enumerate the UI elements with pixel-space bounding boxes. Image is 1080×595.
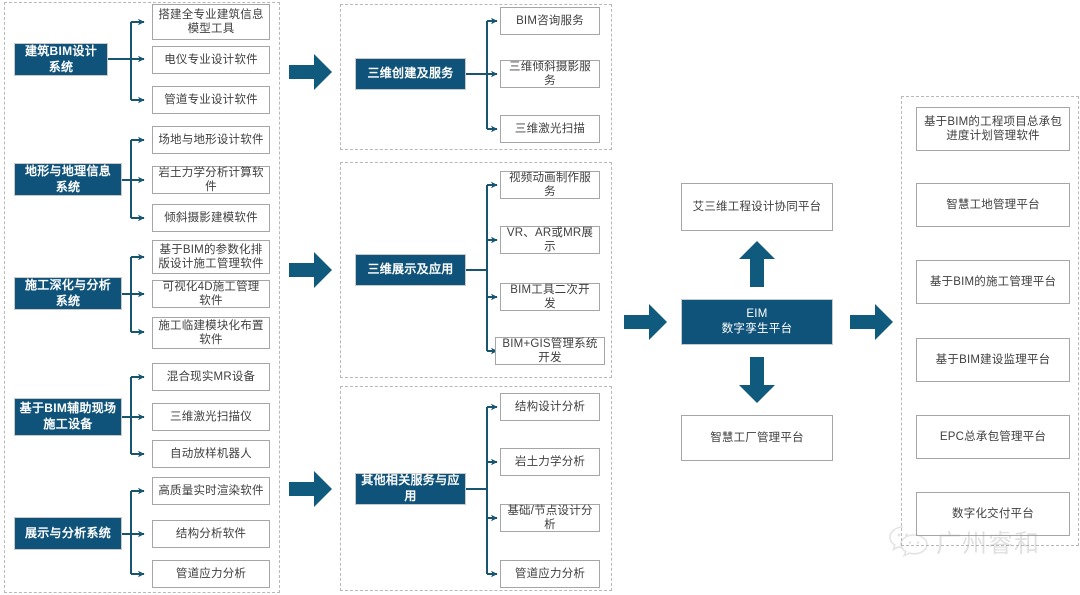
category-label: 建筑BIM设计系统	[24, 43, 98, 74]
leaf-label: 岩土力学分析	[514, 455, 586, 468]
group-frame-col2-bottom	[340, 386, 612, 591]
bottom-platform-box[interactable]: 智慧工厂管理平台	[681, 415, 833, 461]
service-category-box-3[interactable]: 其他相关服务与应用	[355, 473, 466, 505]
core-platform-line1: EIM	[746, 308, 768, 321]
service-leaf-box[interactable]: 岩土力学分析	[500, 448, 600, 476]
category-label: 展示与分析系统	[24, 525, 112, 540]
arrow-right-icon-core-to-platforms	[850, 304, 893, 340]
category-label: 三维创建及服务	[367, 66, 454, 81]
leaf-label: 管道应力分析	[175, 567, 247, 580]
leaf-box[interactable]: 场地与地形设计软件	[152, 126, 270, 154]
leaf-label: VR、AR或MR展示	[506, 226, 594, 253]
leaf-label: 高质量实时渲染软件	[158, 484, 264, 497]
leaf-label: 三维倾斜摄影服务	[509, 60, 591, 87]
service-leaf-box[interactable]: 管道应力分析	[500, 560, 600, 588]
category-label: 其他相关服务与应用	[361, 473, 460, 503]
leaf-box[interactable]: 岩土力学分析计算软件	[152, 166, 270, 194]
platform-label: 基于BIM建设监理平台	[935, 353, 1051, 366]
platform-label: 基于BIM的工程项目总承包进度计划管理软件	[923, 115, 1063, 142]
platform-box[interactable]: 基于BIM的施工管理平台	[916, 260, 1070, 304]
category-label: 基于BIM辅助现场施工设备	[19, 401, 117, 431]
service-leaf-box[interactable]: BIM咨询服务	[500, 7, 600, 35]
arrow-right-icon-col1-top	[289, 54, 332, 90]
leaf-label: 电仪专业设计软件	[164, 53, 258, 66]
group-frame-col2-top	[340, 4, 612, 150]
leaf-label: BIM工具二次开发	[510, 283, 590, 310]
leaf-box[interactable]: 可视化4D施工管理软件	[152, 280, 270, 308]
category-box-4[interactable]: 基于BIM辅助现场施工设备	[14, 398, 122, 436]
leaf-label: 管道专业设计软件	[164, 93, 258, 106]
leaf-label: 视频动画制作服务	[509, 171, 591, 198]
leaf-label: 岩土力学分析计算软件	[158, 166, 264, 193]
category-box-2[interactable]: 地形与地理信息系统	[14, 163, 122, 196]
leaf-box[interactable]: 基于BIM的参数化排版设计施工管理软件	[152, 240, 270, 274]
leaf-label: 倾斜摄影建模软件	[164, 211, 258, 224]
leaf-label: 三维激光扫描仪	[170, 410, 252, 423]
category-label: 地形与地理信息系统	[24, 163, 112, 194]
service-leaf-box[interactable]: 结构设计分析	[500, 393, 600, 421]
leaf-box[interactable]: 管道应力分析	[152, 560, 270, 588]
leaf-label: 施工临建模块化布置软件	[158, 319, 264, 346]
category-box-5[interactable]: 展示与分析系统	[14, 517, 122, 550]
service-leaf-box[interactable]: BIM+GIS管理系统开发	[495, 337, 605, 365]
leaf-box[interactable]: 管道专业设计软件	[152, 86, 270, 114]
service-leaf-box[interactable]: 三维激光扫描	[500, 115, 600, 143]
group-frame-col1	[4, 2, 280, 593]
top-platform-box[interactable]: 艾三维工程设计协同平台	[681, 183, 833, 231]
group-frame-col2-middle	[340, 162, 612, 378]
leaf-label: 可视化4D施工管理软件	[162, 280, 260, 307]
platform-label: 智慧工地管理平台	[946, 198, 1040, 211]
leaf-label: 基于BIM的参数化排版设计施工管理软件	[158, 243, 264, 270]
service-category-box-2[interactable]: 三维展示及应用	[355, 254, 466, 286]
leaf-label: 管道应力分析	[514, 567, 586, 580]
leaf-box[interactable]: 搭建全专业建筑信息模型工具	[152, 4, 270, 40]
platform-label: 基于BIM的施工管理平台	[929, 275, 1057, 288]
leaf-label: 三维激光扫描	[514, 122, 586, 135]
arrow-right-icon-to-core	[624, 304, 667, 340]
leaf-label: 基础/节点设计分析	[507, 504, 593, 531]
leaf-box[interactable]: 结构分析软件	[152, 520, 270, 548]
platform-box[interactable]: EPC总承包管理平台	[916, 415, 1070, 459]
arrow-down-icon-core-to-bottom-platform	[739, 357, 775, 403]
bottom-platform-label: 智慧工厂管理平台	[710, 431, 804, 444]
arrow-up-icon-core-to-top-platform	[739, 241, 775, 287]
top-platform-label: 艾三维工程设计协同平台	[692, 200, 822, 213]
category-label: 三维展示及应用	[367, 262, 454, 277]
arrow-right-icon-col1-bottom	[289, 471, 332, 507]
leaf-box[interactable]: 施工临建模块化布置软件	[152, 317, 270, 349]
platform-box[interactable]: 数字化交付平台	[916, 492, 1070, 536]
service-leaf-box[interactable]: 视频动画制作服务	[500, 171, 600, 199]
platform-label: EPC总承包管理平台	[939, 430, 1047, 443]
leaf-label: 自动放样机器人	[170, 447, 252, 460]
leaf-box[interactable]: 自动放样机器人	[152, 440, 270, 468]
arrow-right-icon-col1-middle	[289, 252, 332, 288]
service-leaf-box[interactable]: 基础/节点设计分析	[500, 504, 600, 532]
leaf-label: BIM+GIS管理系统开发	[502, 337, 598, 364]
leaf-box[interactable]: 电仪专业设计软件	[152, 46, 270, 74]
group-frame-col4	[901, 96, 1079, 546]
platform-box[interactable]: 基于BIM建设监理平台	[916, 338, 1070, 382]
leaf-box[interactable]: 倾斜摄影建模软件	[152, 204, 270, 232]
leaf-label: 场地与地形设计软件	[158, 133, 264, 146]
leaf-label: 混合现实MR设备	[166, 370, 256, 383]
service-leaf-box[interactable]: 三维倾斜摄影服务	[500, 60, 600, 88]
platform-box[interactable]: 基于BIM的工程项目总承包进度计划管理软件	[916, 107, 1070, 151]
service-leaf-box[interactable]: BIM工具二次开发	[500, 283, 600, 311]
category-box-1[interactable]: 建筑BIM设计系统	[14, 43, 108, 76]
leaf-box[interactable]: 高质量实时渲染软件	[152, 477, 270, 505]
core-platform-line2: 数字孪生平台	[721, 323, 793, 335]
platform-box[interactable]: 智慧工地管理平台	[916, 183, 1070, 227]
leaf-label: 结构分析软件	[175, 527, 247, 540]
leaf-box[interactable]: 三维激光扫描仪	[152, 403, 270, 431]
platform-label: 数字化交付平台	[952, 507, 1034, 520]
category-label: 施工深化与分析系统	[24, 277, 112, 308]
service-leaf-box[interactable]: VR、AR或MR展示	[500, 226, 600, 254]
leaf-label: 结构设计分析	[514, 400, 586, 413]
core-platform-box[interactable]: EIM 数字孪生平台	[681, 299, 833, 345]
service-category-box-1[interactable]: 三维创建及服务	[355, 58, 466, 90]
leaf-label: BIM咨询服务	[516, 14, 584, 27]
category-box-3[interactable]: 施工深化与分析系统	[14, 277, 122, 310]
leaf-label: 搭建全专业建筑信息模型工具	[158, 8, 264, 35]
leaf-box[interactable]: 混合现实MR设备	[152, 363, 270, 391]
